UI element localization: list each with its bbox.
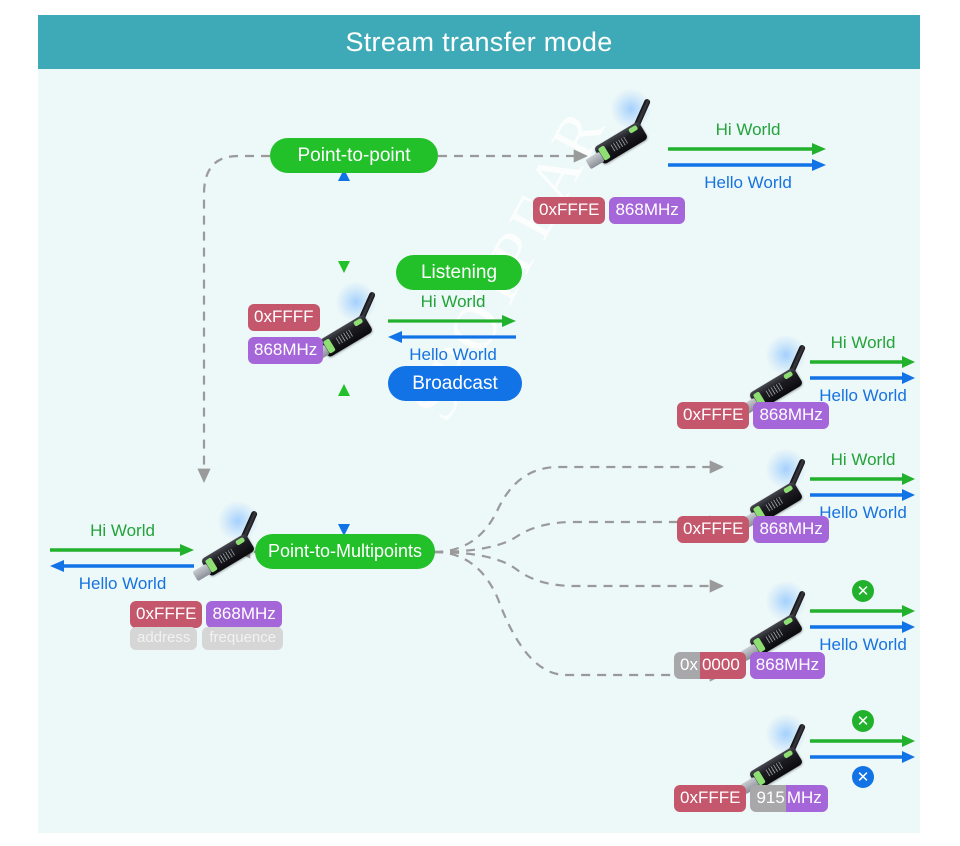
signal-arrows [810,472,915,501]
device-left-peer [190,501,264,593]
frequency-badge: 868MHz [753,402,829,429]
pill-point-to-multipoints-label: Point-to-Multipoints [267,541,423,561]
frequency-badge: 915 MHz [750,785,828,812]
address-badge: 0xFFFE [674,785,747,812]
pill-point-to-point-label: Point-to-point [297,144,411,166]
address-badge: 0xFFFF [248,304,320,331]
device-multi-4 [738,714,812,806]
signal-rx-label: Hello World [819,385,907,405]
pill-broadcast-label: Broadcast [412,372,498,394]
badges-p2p-peer: 0xFFFE 868MHz [533,197,685,224]
signal-multi-2: Hi World Hello World [810,450,916,522]
badges-multi-4: 0xFFFE 915 MHz [674,785,828,812]
signal-multi-3: ✕ Hello World [810,580,916,655]
signal-tx-label: Hi World [715,120,781,139]
chip-icon [610,136,629,152]
signal-p2p-peer: Hi World Hello World [668,120,828,192]
frequency-badge: 868MHz [749,652,826,679]
signal-rx-label: Hello World [819,502,907,522]
signal-tx-label: Hi World [420,292,486,311]
connector-wires [197,149,724,682]
rx-blocked-icon: ✕ [852,766,874,788]
signal-multi-1: Hi World Hello World [810,333,916,405]
pill-broadcast[interactable]: Broadcast [388,366,522,401]
chip-icon [765,761,784,777]
signal-left-peer: Hi World Hello World [50,521,195,593]
badges-left-peer: 0xFFFE 868MHz [130,601,282,628]
signal-multi-4: ✕ ✕ [810,710,916,788]
header-bar: Stream transfer mode [38,15,920,69]
frequency-caption: frequence [202,627,284,650]
signal-tx-label: Hi World [830,450,896,469]
pill-listening-label: Listening [420,261,498,283]
signal-rx-label: Hello World [819,635,907,654]
signal-arrows [388,314,516,343]
device-p2p-peer [583,89,657,181]
chip-icon [765,496,784,512]
tx-blocked-icon: ✕ [852,710,874,732]
pill-listening[interactable]: Listening [396,255,522,290]
address-caption: address [130,627,198,650]
chip-icon [217,548,236,564]
signal-rx-label: Hello World [409,344,497,364]
address-badge: 0xFFFE [677,516,750,543]
device-multi-3 [738,581,812,673]
signal-rx-label: Hello World [78,573,167,593]
signal-arrows [810,355,915,384]
address-badge: 0xFFFE [533,197,606,224]
frequency-badge: 868MHz [248,337,324,364]
signal-rx-label: Hello World [704,172,792,192]
chip-icon [335,329,354,345]
device-multi-2 [738,449,812,541]
signal-arrows [810,735,915,763]
address-badge: 0x 0000 [674,652,746,679]
pill-point-to-point[interactable]: Point-to-point [270,138,438,173]
badges-center: 0xFFFF 868MHz [248,304,324,364]
signal-arrows [810,605,915,633]
signal-tx-label: Hi World [830,333,896,352]
pill-point-to-multipoints[interactable]: Point-to-Multipoints [255,534,435,569]
badges-multi-2: 0xFFFE 868MHz [677,516,829,543]
page-title: Stream transfer mode [345,26,613,57]
device-center [308,282,382,374]
chip-icon [765,382,784,398]
device-multi-1 [738,335,812,427]
frequency-badge: 868MHz [753,516,829,543]
address-badge: 0xFFFE [130,601,203,628]
signal-arrows [668,142,826,171]
signal-center: Hi World Hello World [388,292,518,364]
frequency-badge: 868MHz [206,601,282,628]
badges-multi-1: 0xFFFE 868MHz [677,402,829,429]
signal-arrows [50,543,194,572]
badge-captions-left-peer: address frequence [130,627,284,650]
address-badge: 0xFFFE [677,402,750,429]
frequency-badge: 868MHz [609,197,685,224]
badges-multi-3: 0x 0000 868MHz [674,652,826,679]
signal-tx-label: Hi World [90,521,155,540]
tx-blocked-icon: ✕ [852,580,874,602]
diagram-canvas: SPOTPEAR [38,69,920,833]
chip-icon [765,628,784,644]
